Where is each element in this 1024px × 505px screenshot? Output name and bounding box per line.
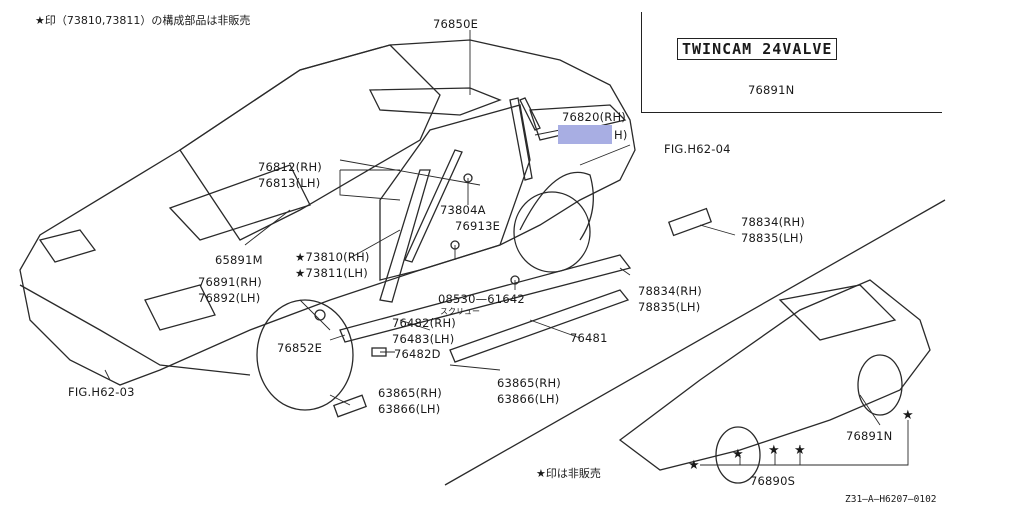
part-label-63866-low: 63866(LH)	[378, 402, 441, 416]
part-label-76482d: 76482D	[394, 347, 441, 361]
hood-vent	[168, 164, 311, 241]
rear-window-trim	[529, 104, 627, 141]
star-icon: ★	[794, 443, 806, 458]
part-label-73811: ★73811(LH)	[295, 266, 368, 280]
t-roof	[368, 87, 502, 116]
windshield	[179, 44, 441, 241]
part-label-76482: 76482(RH)	[392, 316, 456, 330]
part-label-76481: 76481	[570, 331, 608, 345]
star-icon: ★	[688, 458, 700, 473]
part-label-76483: 76483(LH)	[392, 332, 455, 346]
inset-front-wheel	[715, 426, 761, 484]
part-label-78835-top: 78835(LH)	[741, 231, 804, 245]
headlight-left	[38, 229, 97, 263]
part-label-78834-mid: 78834(RH)	[638, 284, 702, 298]
part-label-76812: 76812(RH)	[258, 160, 322, 174]
redaction-box	[558, 125, 612, 144]
part-label-76890s: 76890S	[750, 474, 796, 488]
badge-frame	[641, 12, 942, 113]
sill-76481	[449, 289, 630, 363]
front-wheel	[256, 299, 354, 411]
pillar-molding	[379, 169, 431, 303]
rear-wheel-arch	[519, 171, 594, 241]
part-label-78834-top: 78834(RH)	[741, 215, 805, 229]
part-label-73804a: 73804A	[440, 203, 486, 217]
star-icon: ★	[732, 447, 744, 462]
inset-rear-wheel	[857, 354, 903, 416]
part-label-76820-lh: H)	[614, 128, 628, 142]
drawing-code: Z31—A—H6207—0102	[845, 494, 937, 505]
rear-wheel	[513, 191, 591, 273]
part-label-76850e: 76850E	[433, 17, 479, 31]
note-non-sale: ★印（73810,73811）の構成部品は非販売	[35, 14, 251, 27]
star-icon: ★	[902, 408, 914, 423]
front-bumper	[19, 284, 251, 376]
inset-car-outline	[618, 279, 931, 471]
car-body-outline	[19, 39, 636, 386]
part-label-screw: スクリュー	[440, 307, 480, 316]
leader-lines	[104, 30, 736, 406]
part-label-76913e: 76913E	[455, 219, 501, 233]
fig-ref-h62-04: FIG.H62-04	[664, 142, 731, 156]
part-label-63866-mid: 63866(LH)	[497, 392, 560, 406]
part-label-76892: 76892(LH)	[198, 291, 261, 305]
side-sill	[339, 254, 632, 343]
inset-roof	[778, 284, 897, 341]
piece-63865	[333, 394, 367, 418]
part-label-76891n-inset: 76891N	[846, 429, 893, 443]
part-label-76820: 76820(RH)	[562, 110, 626, 124]
part-label-76891n-badge: 76891N	[748, 83, 795, 97]
part-label-76891: 76891(RH)	[198, 275, 262, 289]
b-pillar	[509, 97, 533, 181]
fig-ref-h62-03: FIG.H62-03	[68, 385, 135, 399]
part-label-73810: ★73810(RH)	[295, 250, 370, 264]
part-label-65891m: 65891M	[215, 253, 263, 267]
part-label-63865-low: 63865(RH)	[378, 386, 442, 400]
part-label-08530: 08530—61642	[438, 292, 525, 306]
headlight-right	[144, 284, 216, 331]
part-label-63865-mid: 63865(RH)	[497, 376, 561, 390]
c-pillar	[519, 97, 541, 131]
part-label-78835-mid: 78835(LH)	[638, 300, 701, 314]
part-label-76813: 76813(LH)	[258, 176, 321, 190]
pillar-molding-2	[404, 149, 463, 263]
note-non-sale-star: ★印は非販売	[536, 467, 601, 480]
divider-line	[444, 199, 946, 486]
inset-leaders	[700, 394, 909, 466]
twin-cam-badge: TWINCAM 24VALVE	[677, 38, 838, 60]
part-label-76852e: 76852E	[277, 341, 323, 355]
clip-76852	[314, 309, 326, 321]
piece-78834-top	[667, 207, 713, 237]
star-icon: ★	[768, 443, 780, 458]
